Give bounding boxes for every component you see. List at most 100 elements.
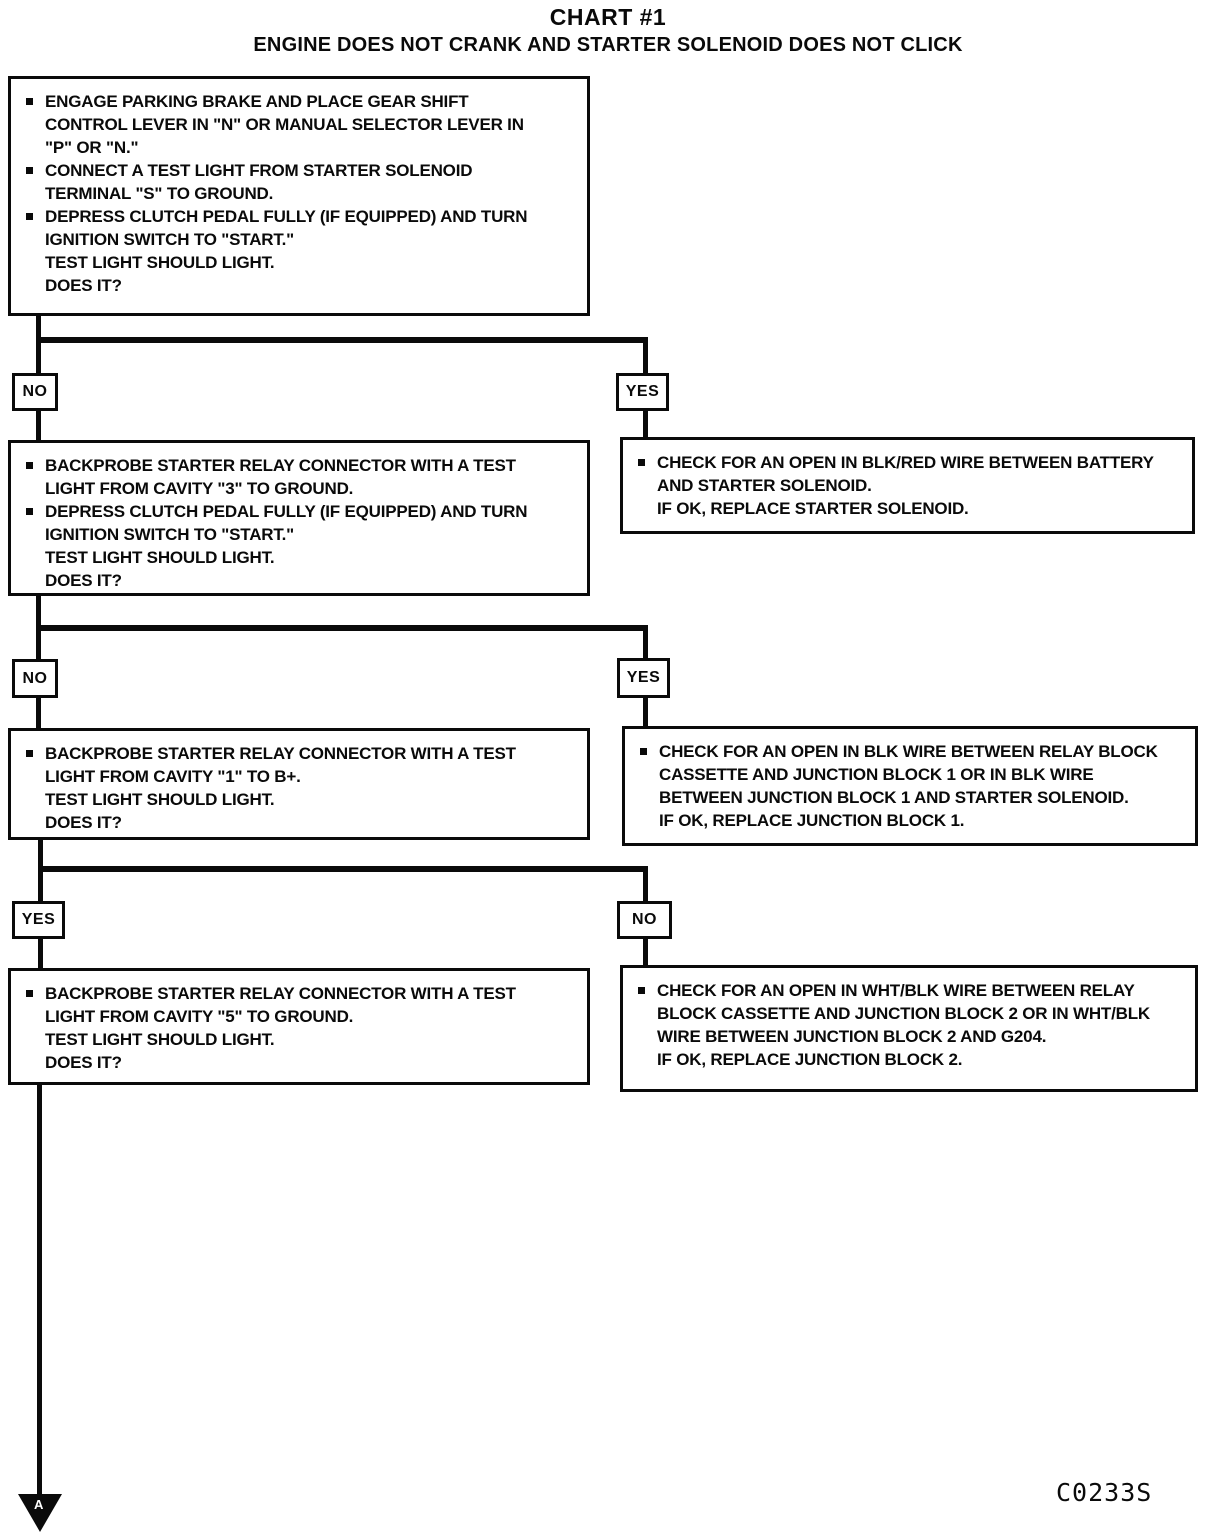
box-line: BLOCK CASSETTE AND JUNCTION BLOCK 2 OR I…	[623, 1002, 1195, 1025]
flowchart-box-step2: BACKPROBE STARTER RELAY CONNECTOR WITH A…	[8, 440, 590, 596]
box-line-text: BACKPROBE STARTER RELAY CONNECTOR WITH A…	[45, 456, 516, 475]
box-line: CONNECT A TEST LIGHT FROM STARTER SOLENO…	[11, 159, 587, 182]
box-line: TEST LIGHT SHOULD LIGHT.	[11, 546, 587, 569]
box-line: DOES IT?	[11, 811, 587, 834]
connector-line	[643, 410, 648, 439]
box-line-text: TEST LIGHT SHOULD LIGHT.	[45, 790, 275, 809]
box-lines: CHECK FOR AN OPEN IN WHT/BLK WIRE BETWEE…	[623, 968, 1195, 1071]
box-line-text: TERMINAL "S" TO GROUND.	[45, 184, 274, 203]
box-lines: CHECK FOR AN OPEN IN BLK/RED WIRE BETWEE…	[623, 440, 1192, 520]
box-lines: ENGAGE PARKING BRAKE AND PLACE GEAR SHIF…	[11, 79, 587, 297]
box-line: IGNITION SWITCH TO "START."	[11, 523, 587, 546]
connector-line	[38, 866, 648, 872]
flowchart-box-result1: CHECK FOR AN OPEN IN BLK/RED WIRE BETWEE…	[620, 437, 1195, 534]
box-line: LIGHT FROM CAVITY "1" TO B+.	[11, 765, 587, 788]
connector-line	[36, 410, 41, 441]
flowchart-box-result3: CHECK FOR AN OPEN IN WHT/BLK WIRE BETWEE…	[620, 965, 1198, 1092]
box-lines: BACKPROBE STARTER RELAY CONNECTOR WITH A…	[11, 971, 587, 1074]
box-line-text: IF OK, REPLACE STARTER SOLENOID.	[657, 499, 969, 518]
flowchart-box-step1: ENGAGE PARKING BRAKE AND PLACE GEAR SHIF…	[8, 76, 590, 316]
box-line: LIGHT FROM CAVITY "3" TO GROUND.	[11, 477, 587, 500]
connector-line	[37, 1084, 42, 1496]
connector-line	[38, 870, 43, 902]
box-line-text: DOES IT?	[45, 571, 122, 590]
connector-line	[36, 595, 41, 629]
connector-line	[36, 337, 648, 343]
box-lines: CHECK FOR AN OPEN IN BLK WIRE BETWEEN RE…	[625, 729, 1195, 832]
box-line: TEST LIGHT SHOULD LIGHT.	[11, 1028, 587, 1051]
box-line: ENGAGE PARKING BRAKE AND PLACE GEAR SHIF…	[11, 90, 587, 113]
connector-line	[36, 341, 41, 375]
flowchart-box-step4: BACKPROBE STARTER RELAY CONNECTOR WITH A…	[8, 968, 590, 1085]
box-line: BACKPROBE STARTER RELAY CONNECTOR WITH A…	[11, 742, 587, 765]
box-line-text: DEPRESS CLUTCH PEDAL FULLY (IF EQUIPPED)…	[45, 207, 528, 226]
box-line: TEST LIGHT SHOULD LIGHT.	[11, 788, 587, 811]
box-lines: BACKPROBE STARTER RELAY CONNECTOR WITH A…	[11, 443, 587, 592]
box-line-text: TEST LIGHT SHOULD LIGHT.	[45, 548, 275, 567]
box-line: DOES IT?	[11, 1051, 587, 1074]
box-line: DOES IT?	[11, 569, 587, 592]
box-line-text: CONTROL LEVER IN "N" OR MANUAL SELECTOR …	[45, 115, 524, 134]
bullet-icon	[26, 508, 33, 515]
box-line-text: BACKPROBE STARTER RELAY CONNECTOR WITH A…	[45, 984, 516, 1003]
box-line: DOES IT?	[11, 274, 587, 297]
box-line: CASSETTE AND JUNCTION BLOCK 1 OR IN BLK …	[625, 763, 1195, 786]
connector-line	[643, 870, 648, 902]
box-line-text: BLOCK CASSETTE AND JUNCTION BLOCK 2 OR I…	[657, 1004, 1150, 1023]
connector-line	[643, 697, 648, 726]
box-line: IF OK, REPLACE JUNCTION BLOCK 2.	[623, 1048, 1195, 1071]
off-page-connector-label: A	[34, 1497, 44, 1512]
box-line-text: IF OK, REPLACE JUNCTION BLOCK 2.	[657, 1050, 963, 1069]
box-line-text: CHECK FOR AN OPEN IN BLK WIRE BETWEEN RE…	[659, 742, 1158, 761]
box-line: TEST LIGHT SHOULD LIGHT.	[11, 251, 587, 274]
decision-yes-1: YES	[616, 373, 669, 411]
connector-line	[643, 341, 648, 375]
box-line-text: IGNITION SWITCH TO "START."	[45, 525, 295, 544]
box-line-text: "P" OR "N."	[45, 138, 139, 157]
connector-line	[36, 697, 41, 728]
box-line-text: ENGAGE PARKING BRAKE AND PLACE GEAR SHIF…	[45, 92, 469, 111]
decision-no-2: NO	[12, 659, 58, 698]
box-line-text: CHECK FOR AN OPEN IN BLK/RED WIRE BETWEE…	[657, 453, 1154, 472]
box-line: DEPRESS CLUTCH PEDAL FULLY (IF EQUIPPED)…	[11, 500, 587, 523]
box-line-text: CHECK FOR AN OPEN IN WHT/BLK WIRE BETWEE…	[657, 981, 1135, 1000]
connector-line	[38, 938, 43, 969]
connector-line	[36, 314, 41, 341]
decision-no-1: NO	[12, 373, 58, 411]
box-line-text: TEST LIGHT SHOULD LIGHT.	[45, 253, 275, 272]
box-line: AND STARTER SOLENOID.	[623, 474, 1192, 497]
box-line-text: CASSETTE AND JUNCTION BLOCK 1 OR IN BLK …	[659, 765, 1094, 784]
bullet-icon	[26, 213, 33, 220]
box-line-text: LIGHT FROM CAVITY "1" TO B+.	[45, 767, 301, 786]
flowchart-box-step3: BACKPROBE STARTER RELAY CONNECTOR WITH A…	[8, 728, 590, 840]
box-line: DEPRESS CLUTCH PEDAL FULLY (IF EQUIPPED)…	[11, 205, 587, 228]
box-line: BACKPROBE STARTER RELAY CONNECTOR WITH A…	[11, 454, 587, 477]
box-line-text: LIGHT FROM CAVITY "3" TO GROUND.	[45, 479, 354, 498]
decision-no-3: NO	[617, 901, 672, 939]
box-line: BACKPROBE STARTER RELAY CONNECTOR WITH A…	[11, 982, 587, 1005]
box-line-text: CONNECT A TEST LIGHT FROM STARTER SOLENO…	[45, 161, 473, 180]
chart-subtitle: ENGINE DOES NOT CRANK AND STARTER SOLENO…	[253, 34, 963, 56]
bullet-icon	[640, 748, 647, 755]
box-line-text: TEST LIGHT SHOULD LIGHT.	[45, 1030, 275, 1049]
bullet-icon	[26, 750, 33, 757]
chart-title: CHART #1	[549, 4, 667, 30]
box-line: CONTROL LEVER IN "N" OR MANUAL SELECTOR …	[11, 113, 587, 136]
box-line: LIGHT FROM CAVITY "5" TO GROUND.	[11, 1005, 587, 1028]
box-lines: BACKPROBE STARTER RELAY CONNECTOR WITH A…	[11, 731, 587, 834]
connector-line	[36, 629, 41, 660]
box-line-text: IGNITION SWITCH TO "START."	[45, 230, 295, 249]
box-line: IF OK, REPLACE STARTER SOLENOID.	[623, 497, 1192, 520]
figure-code: C0233S	[1056, 1478, 1153, 1507]
bullet-icon	[638, 459, 645, 466]
box-line-text: WIRE BETWEEN JUNCTION BLOCK 2 AND G204.	[657, 1027, 1047, 1046]
bullet-icon	[26, 167, 33, 174]
decision-yes-3: YES	[12, 901, 65, 939]
connector-line	[643, 629, 648, 660]
box-line: CHECK FOR AN OPEN IN BLK/RED WIRE BETWEE…	[623, 451, 1192, 474]
box-line-text: LIGHT FROM CAVITY "5" TO GROUND.	[45, 1007, 354, 1026]
connector-line	[643, 938, 648, 966]
box-line: IF OK, REPLACE JUNCTION BLOCK 1.	[625, 809, 1195, 832]
connector-line	[38, 839, 43, 872]
